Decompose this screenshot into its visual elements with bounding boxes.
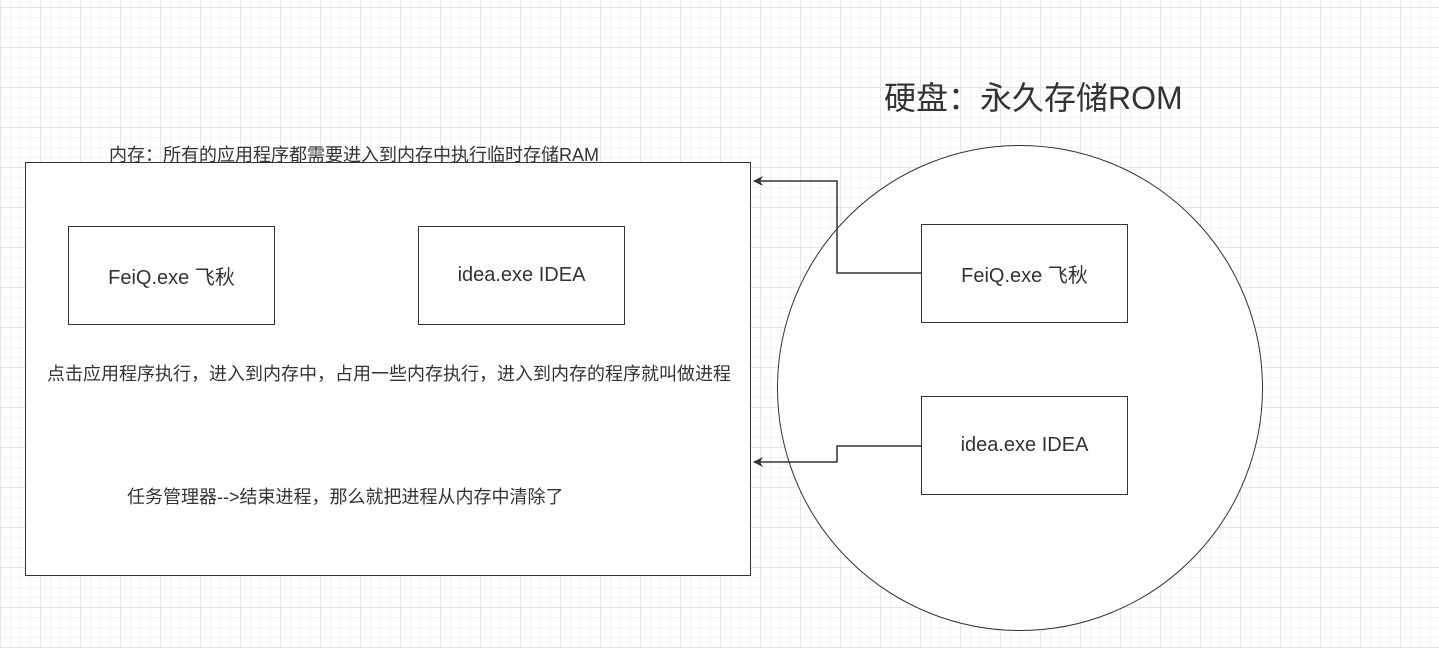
memory-program-idea-label: idea.exe IDEA [457, 264, 586, 286]
memory-ram-frame [25, 162, 751, 576]
process-note: 点击应用程序执行，进入到内存中，占用一些内存执行，进入到内存的程序就叫做进程 [47, 364, 731, 384]
memory-program-idea: idea.exe IDEA [418, 226, 625, 325]
disk-title: 硬盘：永久存储ROM [884, 80, 1183, 116]
memory-program-feiq-label: FeiQ.exe 飞秋 [108, 267, 235, 289]
connector-feiq-load-arrow [753, 176, 921, 274]
disk-program-idea-label: idea.exe IDEA [960, 434, 1089, 456]
connector-idea-load-arrow [753, 445, 921, 467]
disk-program-idea: idea.exe IDEA [921, 396, 1128, 495]
kill-process-note: 任务管理器-->结束进程，那么就把进程从内存中清除了 [127, 487, 564, 507]
disk-program-feiq-label: FeiQ.exe 飞秋 [961, 265, 1088, 287]
disk-program-feiq: FeiQ.exe 飞秋 [921, 224, 1128, 323]
memory-program-feiq: FeiQ.exe 飞秋 [68, 226, 275, 325]
memory-title: 内存：所有的应用程序都需要进入到内存中执行临时存储RAM [109, 145, 599, 165]
